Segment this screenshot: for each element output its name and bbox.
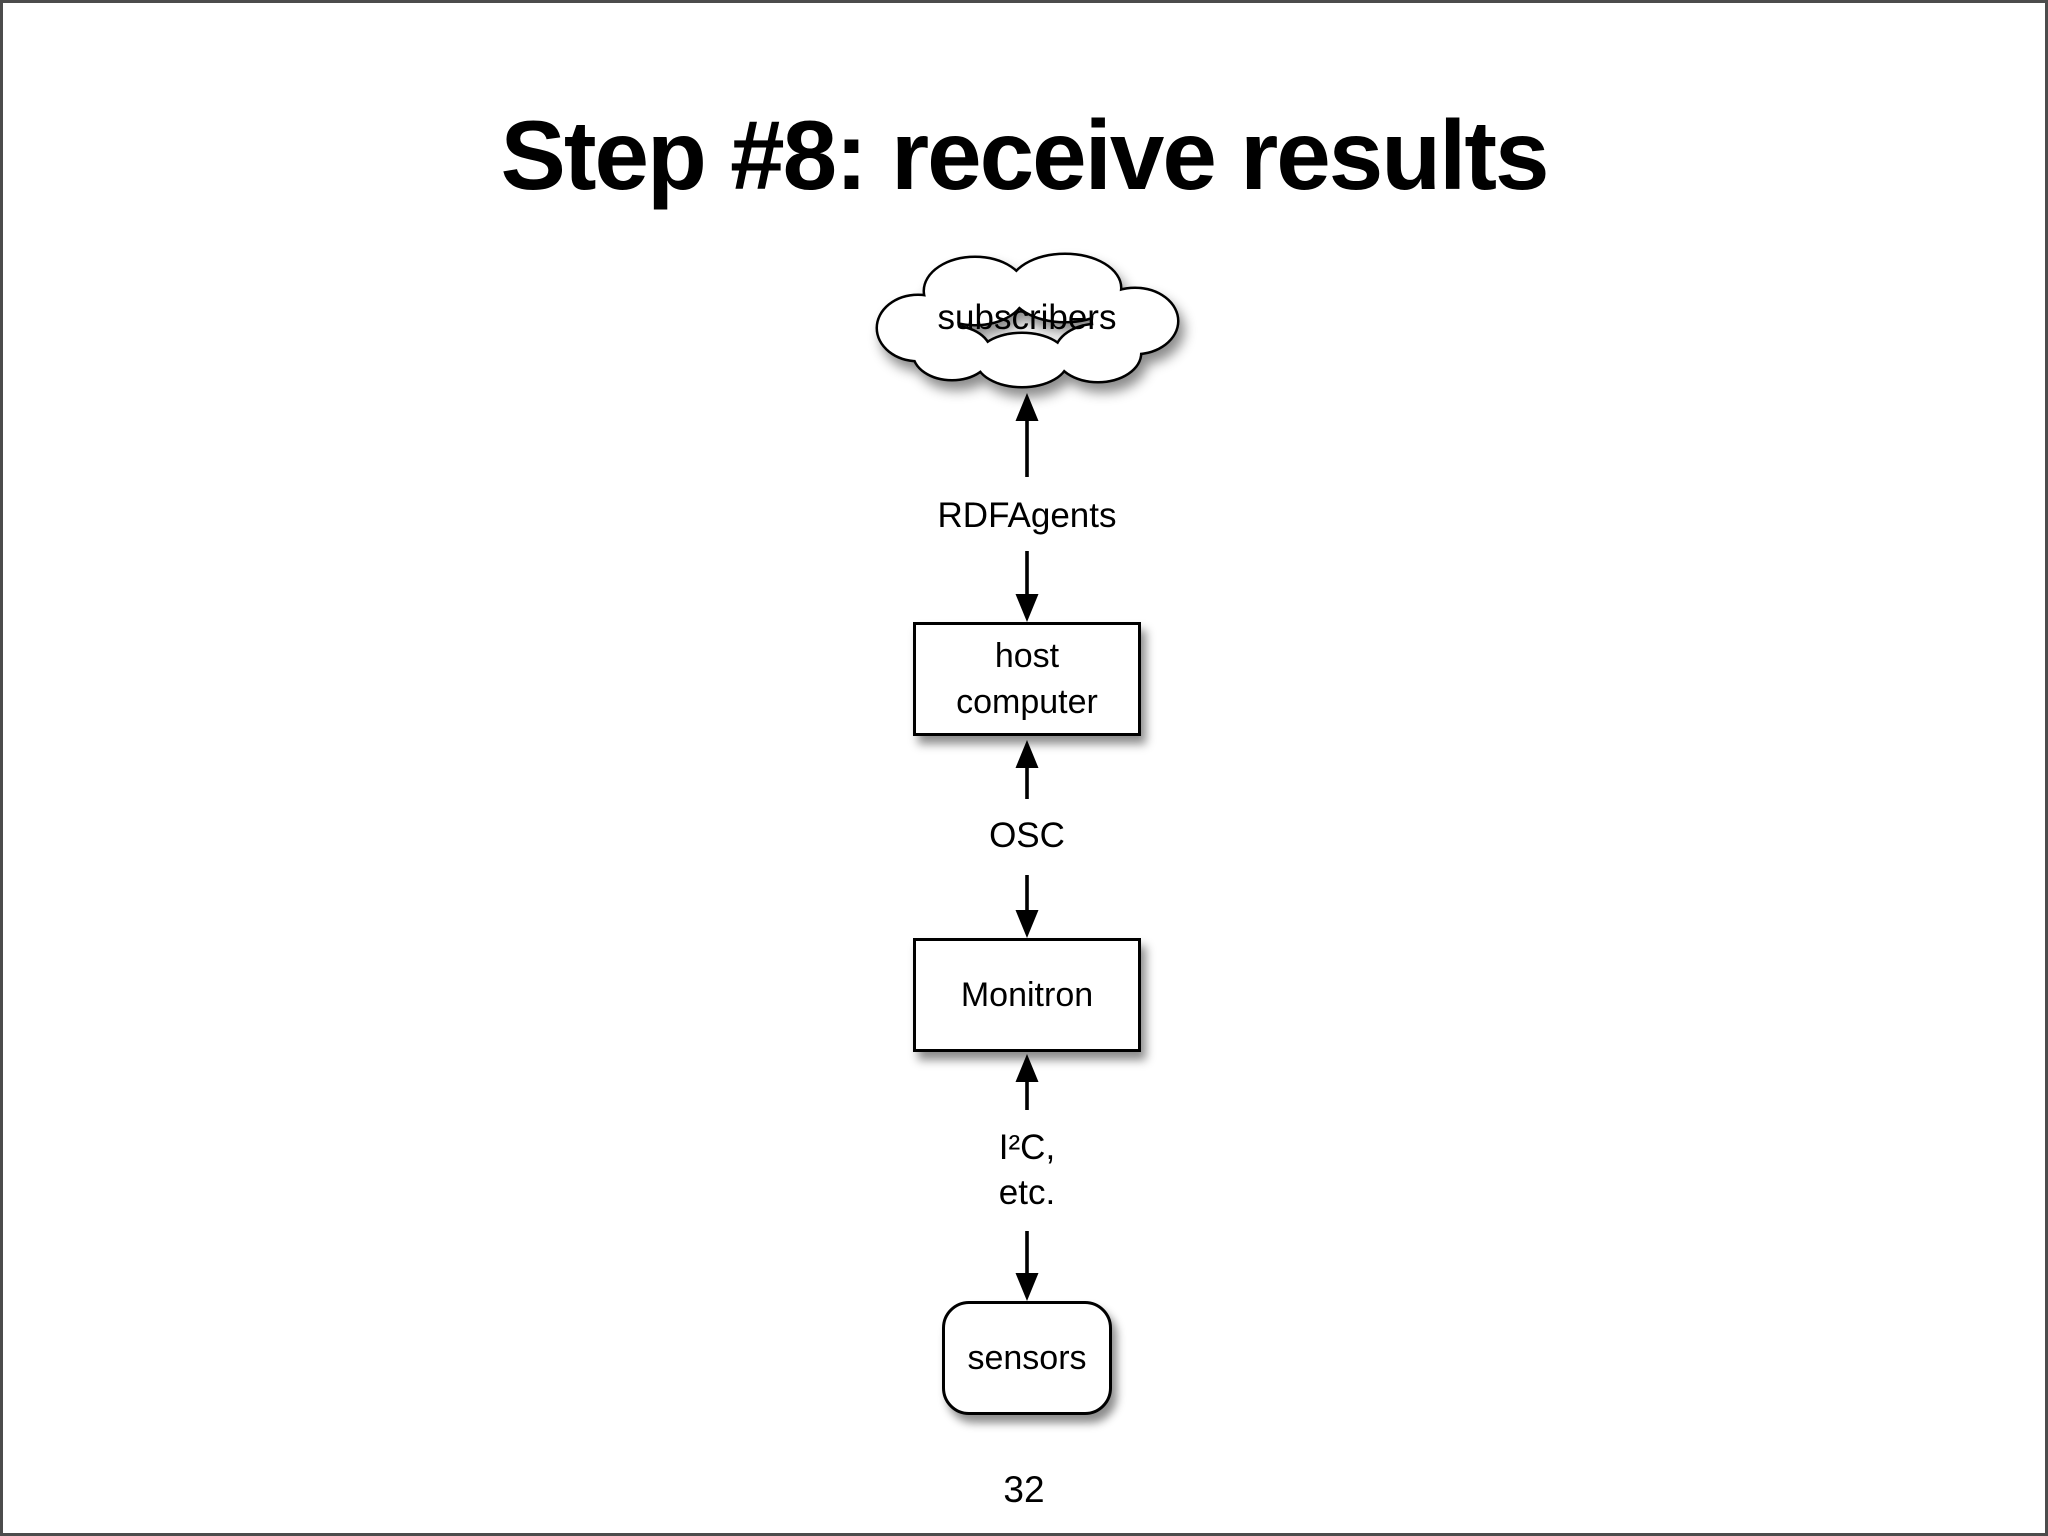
edge-label-rdfagents: RDFAgents: [937, 496, 1117, 535]
node-host-computer-label: host computer: [956, 637, 1098, 721]
node-subscribers: subscribers: [870, 243, 1184, 393]
node-sensors: sensors: [942, 1301, 1112, 1415]
arrow-down-icon: [1015, 551, 1039, 622]
arrow-up-icon: [1015, 393, 1039, 477]
slide-title: Step #8: receive results: [500, 100, 1550, 210]
arrow-down-icon: [1015, 1231, 1039, 1301]
arrow-up-icon: [1015, 740, 1039, 799]
arrow-down-icon: [1015, 875, 1039, 938]
node-monitron: Monitron: [913, 938, 1141, 1052]
node-monitron-label: Monitron: [960, 976, 1094, 1014]
edge-label-i2c: I²C, etc.: [998, 1128, 1056, 1212]
edge-label-osc: OSC: [989, 816, 1065, 855]
page-number: 32: [1003, 1469, 1045, 1510]
node-subscribers-label: subscribers: [937, 298, 1117, 337]
arrow-up-icon: [1015, 1054, 1039, 1110]
node-host-computer: host computer: [913, 622, 1141, 736]
cloud-icon: [875, 252, 1180, 389]
node-sensors-label: sensors: [967, 1339, 1087, 1377]
